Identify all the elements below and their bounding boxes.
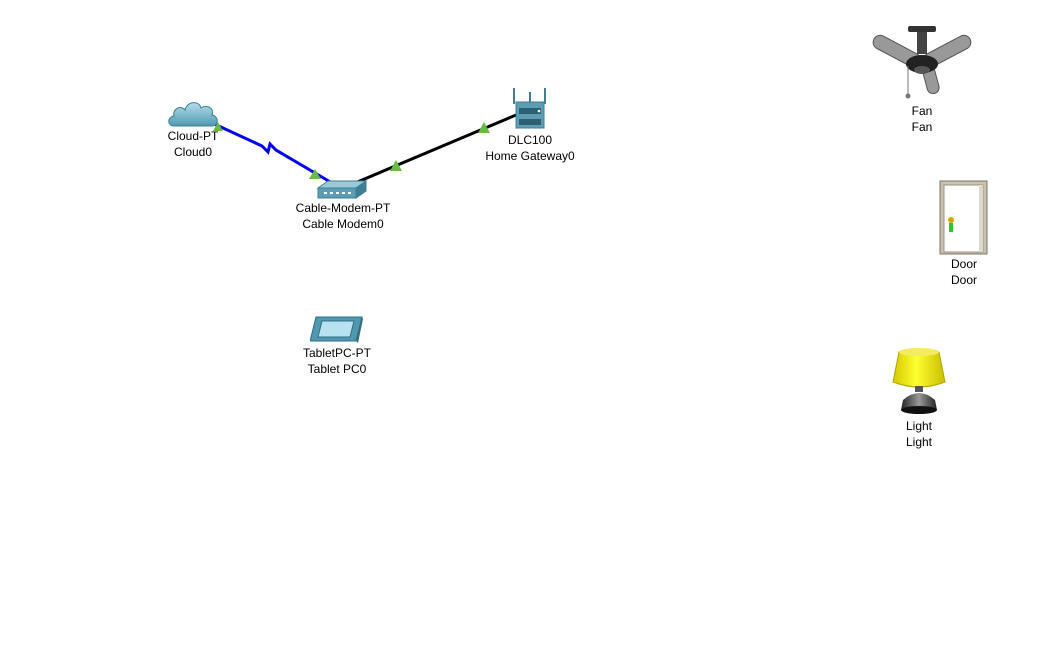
cable-modem-name-label: Cable Modem0 xyxy=(302,217,384,231)
light-model-label: Light xyxy=(905,419,933,433)
link-light-modem-end-eth xyxy=(390,160,402,171)
tablet-pc-model-label: TabletPC-PT xyxy=(302,346,372,360)
light-name-label: Light xyxy=(905,435,933,449)
home-gateway-model-label: DLC100 xyxy=(507,133,553,147)
door-model-label: Door xyxy=(950,257,978,271)
link-light-cloud-end xyxy=(213,122,223,131)
cloud-name-label: Cloud0 xyxy=(173,145,213,159)
home-gateway-name-label: Home Gateway0 xyxy=(485,149,575,163)
fan-device[interactable] xyxy=(864,26,980,102)
tablet-pc-device[interactable] xyxy=(310,313,364,345)
tablet-pc-name-label: Tablet PC0 xyxy=(307,362,367,376)
light-device[interactable] xyxy=(887,346,951,418)
cable-modem-icon xyxy=(316,180,368,199)
fan-model-label: Fan xyxy=(911,104,933,118)
door-device[interactable] xyxy=(939,180,989,256)
lamp-icon xyxy=(892,348,946,414)
door-icon xyxy=(939,180,988,255)
coax-link-cloud-modem[interactable] xyxy=(209,120,333,185)
ceiling-fan-icon xyxy=(872,26,972,99)
cloud-icon xyxy=(168,102,218,127)
home-gateway-icon xyxy=(513,88,546,129)
door-name-label: Door xyxy=(950,273,978,287)
home-gateway-device[interactable] xyxy=(509,86,551,130)
link-light-modem-end-coax xyxy=(309,169,321,179)
cloud-model-label: Cloud-PT xyxy=(167,129,219,143)
tablet-pc-icon xyxy=(310,316,363,343)
cable-modem-device[interactable] xyxy=(316,178,368,202)
fan-name-label: Fan xyxy=(911,120,933,134)
ethernet-link-modem-gateway[interactable] xyxy=(354,113,517,185)
link-light-gateway-end xyxy=(478,122,490,133)
cable-modem-model-label: Cable-Modem-PT xyxy=(295,201,391,215)
cloud-device[interactable] xyxy=(166,98,220,130)
